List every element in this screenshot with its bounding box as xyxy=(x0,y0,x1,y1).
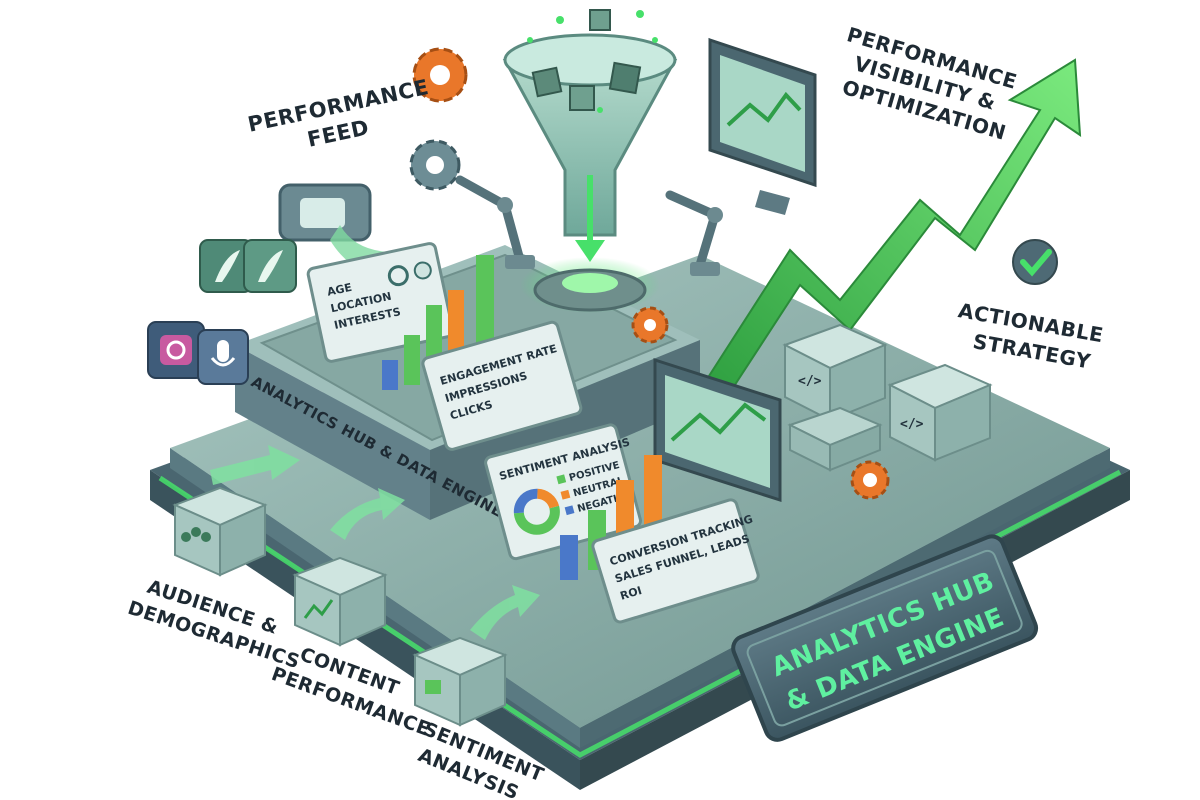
data-cube-icon xyxy=(787,406,883,472)
bar-chart-icon xyxy=(560,455,662,580)
svg-text:</>: </> xyxy=(798,374,822,389)
trend-arrow-icon xyxy=(698,58,1082,402)
gear-icon xyxy=(409,139,461,191)
users-icon xyxy=(172,486,268,577)
funnel-icon xyxy=(502,33,678,313)
gear-icon xyxy=(631,306,669,344)
data-cube-icon xyxy=(292,556,388,647)
flow-arrows xyxy=(210,445,540,640)
label-actionable-strategy: ACTIONABLE STRATEGY xyxy=(956,298,1105,373)
camera-icon xyxy=(147,321,205,379)
svg-text:</>: </> xyxy=(900,417,924,432)
label-visibility: PERFORMANCE VISIBILITY & OPTIMIZATION xyxy=(840,22,1020,144)
bar-chart-icon xyxy=(382,255,494,390)
data-cube-icon xyxy=(412,636,508,727)
data-cube-icon: </> xyxy=(887,363,993,462)
user-icon xyxy=(413,261,432,280)
donut-chart-icon xyxy=(513,488,560,535)
hub-badge: ANALYTICS HUB & DATA ENGINE xyxy=(731,534,1039,742)
label-performance-feed: PERFORMANCE FEED xyxy=(246,75,431,152)
card-line: ROI xyxy=(619,584,644,603)
monitor-icon xyxy=(653,357,782,503)
check-icon xyxy=(1012,239,1058,285)
data-cube-icon: </> xyxy=(782,323,888,422)
data-cube-icon xyxy=(531,9,642,111)
engagement-card: ENGAGEMENT RATE IMPRESSIONS CLICKS xyxy=(421,320,583,451)
demographics-card: AGE LOCATION INTERESTS xyxy=(306,242,455,363)
microphone-icon xyxy=(197,329,249,385)
particles xyxy=(527,10,658,113)
gear-icon xyxy=(850,460,890,500)
feather-icon xyxy=(199,239,297,293)
card-line: AGE xyxy=(326,281,353,299)
gear-icon xyxy=(412,47,468,103)
location-pin-icon xyxy=(387,265,409,287)
monitor-icon xyxy=(708,37,817,215)
